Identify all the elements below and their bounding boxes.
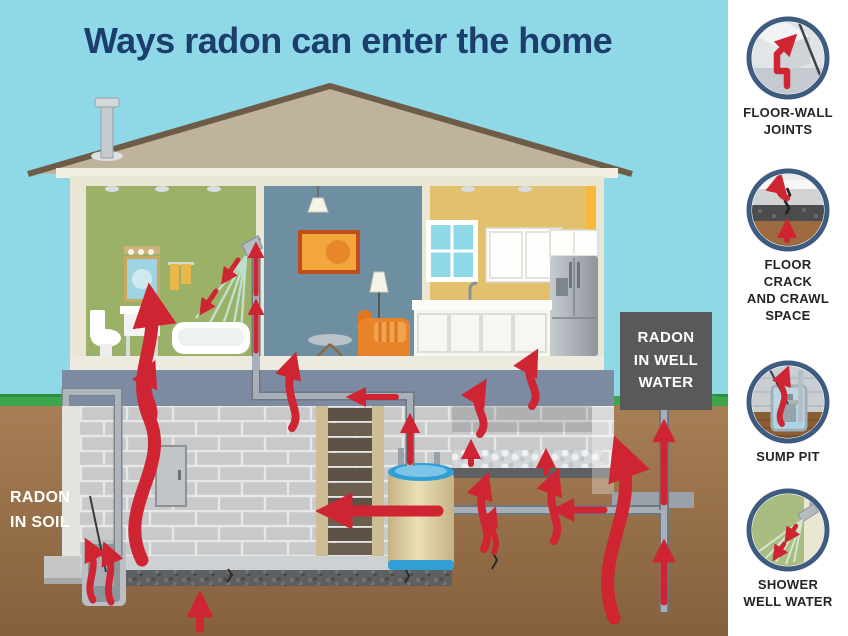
sidebar-item-sump-pit: SUMP PIT [728, 360, 848, 465]
sidebar-label: SUMP PIT [756, 449, 820, 464]
sidebar-label: FLOOR-WALL JOINTS [743, 105, 833, 138]
sidebar-item-floor-crack-crawl-space: FLOOR CRACK AND CRAWL SPACE [728, 168, 848, 325]
utility-panel-door [155, 445, 187, 507]
entry-points-sidebar: FLOOR-WALL JOINTS [728, 0, 848, 636]
sump-pit-icon [746, 360, 830, 444]
radon-in-well-water-sign: RADON IN WELL WATER [620, 312, 712, 410]
roof [27, 83, 633, 178]
radon-well-soil-arrow [601, 435, 650, 625]
sidebar-label: SHOWER WELL WATER [743, 577, 833, 610]
floor-cracks [226, 552, 499, 584]
roof-vent-pipe [91, 97, 123, 161]
stairs [316, 406, 384, 556]
house-illustration [0, 0, 728, 636]
sump-discharge-pipe [61, 387, 123, 556]
living-room-fixtures [298, 186, 410, 362]
refrigerator [550, 256, 598, 356]
armchair [358, 310, 410, 362]
shower-well-water-icon [746, 488, 830, 572]
water-heater [388, 448, 454, 570]
floor-crack-crawl-space-icon [746, 168, 830, 252]
radon-arrows [84, 241, 697, 633]
page-title: Ways radon can enter the home [84, 20, 613, 61]
kitchen-fixtures [412, 220, 599, 356]
sidebar-item-shower-well-water: SHOWER WELL WATER [728, 488, 848, 610]
sidebar-label: FLOOR CRACK AND CRAWL SPACE [746, 257, 830, 324]
sub-slab-gravel [96, 570, 452, 586]
ceiling-lights [105, 186, 532, 192]
sidebar-item-floor-wall-joints: FLOOR-WALL JOINTS [728, 16, 848, 138]
basement-floor-slab [80, 556, 452, 570]
coffee-table [308, 334, 352, 357]
crawl-space [446, 406, 694, 558]
floor-wall-joints-icon [746, 16, 830, 100]
radon-in-soil-label: RADON IN SOIL [10, 489, 71, 531]
first-floor-slab [70, 356, 604, 370]
retaining-ledge [612, 492, 694, 508]
house-cross-section: Ways radon can enter the home RADON IN S… [0, 0, 728, 636]
